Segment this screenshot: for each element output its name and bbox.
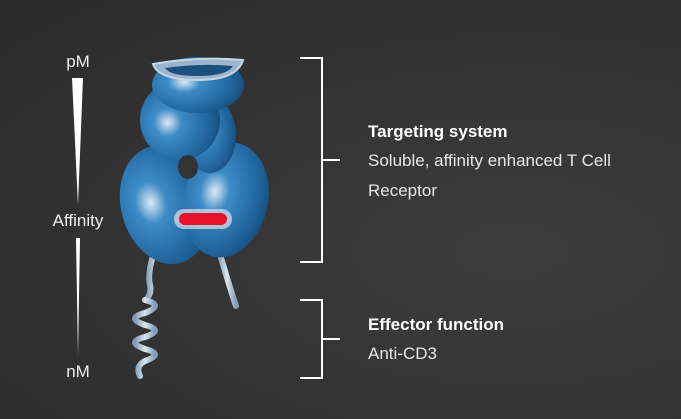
targeting-line-2: Receptor <box>368 181 437 200</box>
affinity-label: Affinity <box>52 211 104 230</box>
affinity-wedge-top <box>72 78 83 205</box>
effector-line-1: Anti-CD3 <box>368 344 437 363</box>
targeting-line-1: Soluble, affinity enhanced T Cell <box>368 151 611 170</box>
marker-bar <box>179 213 227 225</box>
effector-title: Effector function <box>368 315 504 334</box>
tcr-molecule-illustration <box>119 57 269 379</box>
affinity-wedge-bottom <box>76 238 80 356</box>
effector-bracket <box>300 299 340 379</box>
targeting-title: Targeting system <box>368 122 508 141</box>
affinity-bottom-label: nM <box>66 362 90 381</box>
affinity-top-label: pM <box>66 52 90 71</box>
targeting-bracket <box>300 57 340 263</box>
